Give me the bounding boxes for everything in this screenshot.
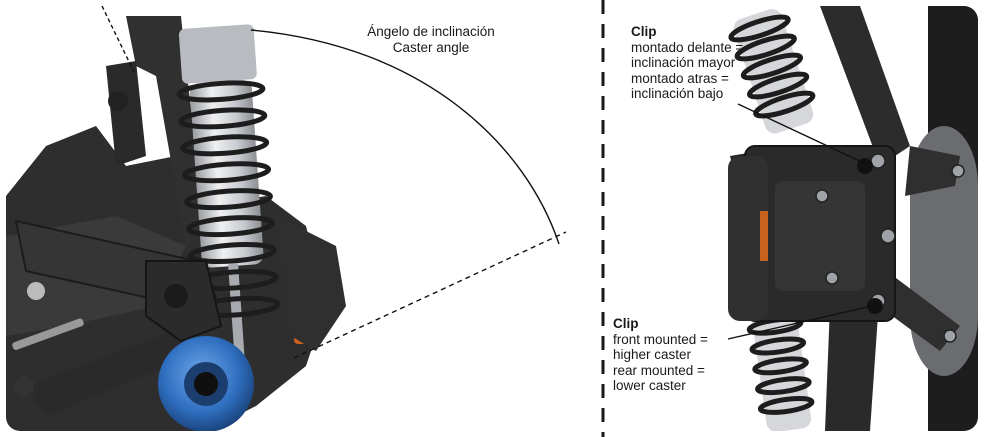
clip-upper-callout: Clip montado delante = inclinación mayor…	[631, 24, 743, 102]
clip-lower-line-4: lower caster	[613, 378, 686, 393]
clip-upper-line-1: montado delante =	[631, 39, 744, 55]
clip-upper-title: Clip	[631, 24, 657, 39]
suspension-side-view-illustration	[6, 6, 567, 431]
dashed-divider	[601, 0, 605, 437]
clip-upper-line-2: inclinación mayor	[631, 55, 736, 70]
caster-angle-photo: Ángelo de inclinación Caster angle	[6, 6, 594, 431]
dashed-divider	[601, 0, 605, 120]
caster-angle-label-en: Caster angle	[392, 39, 470, 55]
clip-upper-line-4: inclinación bajo	[631, 86, 724, 101]
clip-lower-line-3: rear mounted =	[613, 362, 705, 378]
clip-position-photo	[610, 6, 978, 431]
clip-lower-line-1: front mounted =	[613, 331, 708, 347]
clip-lower-callout: Clip front mounted = higher caster rear …	[613, 316, 708, 394]
caster-angle-label: Ángelo de inclinación Caster angle	[336, 24, 526, 55]
clip-lower-title: Clip	[613, 316, 639, 331]
caster-angle-label-es: Ángelo de inclinación	[367, 24, 495, 39]
clip-upper-line-3: montado atras =	[631, 70, 729, 86]
clip-lower-line-2: higher caster	[613, 347, 692, 362]
suspension-top-view-illustration	[727, 6, 978, 431]
